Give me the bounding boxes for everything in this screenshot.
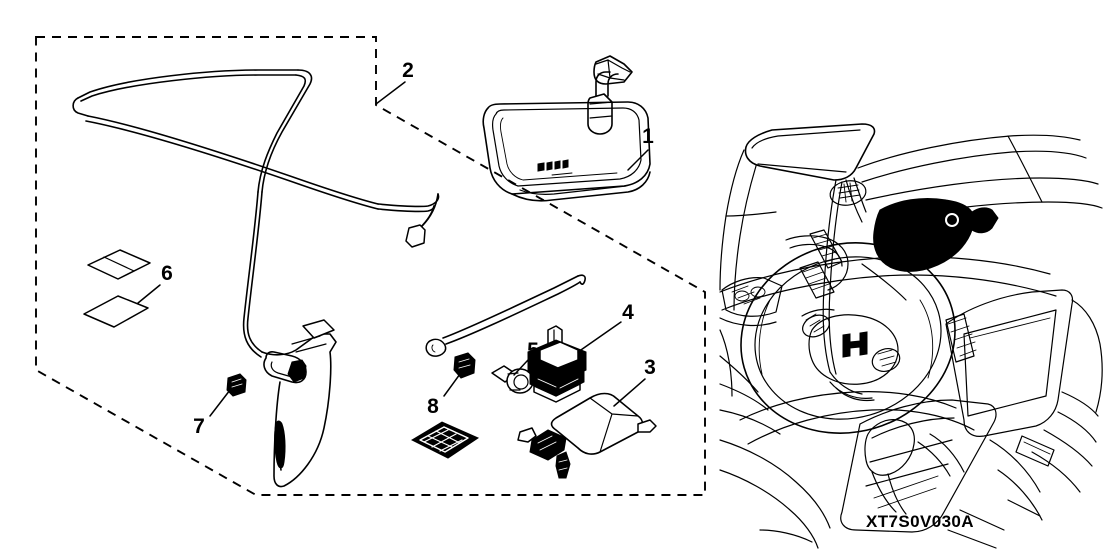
left-dash-vent	[799, 229, 843, 299]
callout-5-leader	[513, 359, 529, 376]
connector-housing	[517, 392, 657, 479]
kit-boundary-dashed-outline	[35, 36, 706, 496]
callout-number-4: 4	[622, 301, 634, 324]
callout-3-leader	[613, 378, 646, 407]
callout-number-8: 8	[427, 395, 439, 418]
callout-2-leader	[375, 81, 406, 105]
callout-4-leader	[577, 321, 622, 353]
mesh-pad	[410, 421, 480, 459]
callout-1-leader	[627, 149, 649, 171]
center-console	[840, 399, 997, 533]
harness-bracket-assembly	[261, 319, 337, 488]
relay-connector	[527, 325, 587, 403]
callout-number-7: 7	[193, 415, 205, 438]
callout-6-leader	[137, 284, 161, 304]
callout-number-3: 3	[644, 356, 656, 379]
vehicle-interior-view	[719, 123, 1103, 549]
adhesive-pads	[83, 249, 151, 328]
rearview-mirror-assembly	[482, 55, 651, 202]
wire-harness	[72, 69, 440, 358]
harness-clip-small	[226, 373, 247, 397]
callout-number-6: 6	[161, 262, 173, 285]
callout-number-2: 2	[402, 59, 414, 82]
callout-number-1: 1	[642, 125, 654, 148]
cable-tie	[425, 274, 586, 357]
harness-end-connector	[405, 224, 426, 248]
callout-8-leader	[443, 373, 461, 397]
screw-grommet	[491, 365, 534, 394]
part-number-label: XT7S0V030A	[866, 512, 974, 531]
center-stack	[945, 289, 1074, 437]
callout-7-leader	[209, 389, 231, 417]
callout-number-5: 5	[527, 339, 539, 362]
door-switch-panel	[719, 277, 783, 327]
harness-clip	[453, 352, 476, 379]
